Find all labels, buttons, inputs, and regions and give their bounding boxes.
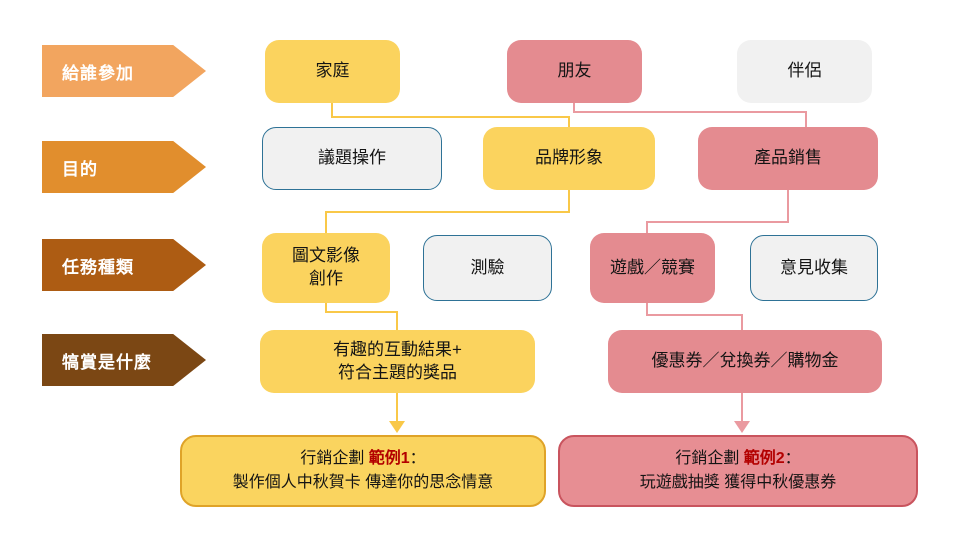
node-quiz: 測驗	[423, 235, 552, 301]
node-fun-reward: 有趣的互動結果+ 符合主題的獎品	[260, 330, 535, 393]
example1-prefix: 行銷企劃	[300, 450, 369, 467]
node-opinion-collection: 意見收集	[750, 235, 878, 301]
node-label: 伴侶	[787, 61, 822, 81]
row-label-task-type: 任務種類	[42, 239, 206, 291]
example2-prefix: 行銷企劃	[675, 450, 744, 467]
node-label: 產品銷售	[754, 148, 822, 168]
example1-highlight: 範例1	[368, 450, 410, 467]
node-label: 朋友	[557, 61, 592, 81]
node-game-contest: 遊戲／競賽	[590, 233, 715, 303]
yellow-connector-path	[325, 103, 570, 422]
example2-box: 行銷企劃 範例2： 玩遊戲抽獎 獲得中秋優惠券	[558, 435, 918, 507]
node-product-sales: 產品銷售	[698, 127, 878, 190]
example1-box: 行銷企劃 範例1： 製作個人中秋賀卡 傳達你的思念情意	[180, 435, 546, 507]
node-label: 家庭	[315, 61, 350, 81]
example2-title: 行銷企劃 範例2：	[675, 447, 800, 471]
example1-title: 行銷企劃 範例1：	[300, 447, 425, 471]
node-label: 品牌形象	[535, 148, 603, 168]
row-label-text: 給誰參加	[62, 63, 134, 83]
node-label-line1: 圖文影像	[292, 246, 360, 266]
node-label-line2: 符合主題的獎品	[338, 362, 457, 382]
row-label-text: 目的	[62, 159, 98, 179]
node-label-line2: 創作	[309, 269, 343, 288]
example1-desc: 製作個人中秋賀卡 傳達你的思念情意	[232, 474, 494, 491]
row-label-participants: 給誰參加	[42, 45, 206, 97]
node-family: 家庭	[265, 40, 400, 103]
row-label-reward: 犒賞是什麼	[42, 334, 206, 386]
row-label-text: 任務種類	[62, 257, 134, 277]
example1-colon: ：	[409, 450, 426, 467]
node-label: 意見收集	[780, 257, 848, 277]
row-label-text: 犒賞是什麼	[62, 352, 152, 372]
node-label-line1: 有趣的互動結果+	[333, 339, 462, 359]
node-couple: 伴侶	[737, 40, 872, 103]
example2-highlight: 範例2	[743, 450, 785, 467]
node-friends: 朋友	[507, 40, 642, 103]
node-topic-operation: 議題操作	[262, 127, 442, 190]
yellow-arrowhead	[389, 421, 405, 433]
example2-colon: ：	[784, 450, 801, 467]
node-label: 優惠券／兌換券／購物金	[651, 351, 839, 371]
node-label: 測驗	[470, 257, 505, 277]
node-coupons: 優惠券／兌換券／購物金	[608, 330, 882, 393]
node-label: 議題操作	[318, 148, 386, 168]
node-brand-image: 品牌形象	[483, 127, 655, 190]
node-label: 遊戲／競賽	[610, 257, 695, 277]
pink-connector-path	[573, 103, 807, 130]
example2-desc: 玩遊戲抽獎 獲得中秋優惠券	[639, 474, 837, 491]
pink-arrowhead	[734, 421, 750, 433]
node-image-creation: 圖文影像 創作	[262, 233, 390, 303]
row-label-purpose: 目的	[42, 141, 206, 193]
